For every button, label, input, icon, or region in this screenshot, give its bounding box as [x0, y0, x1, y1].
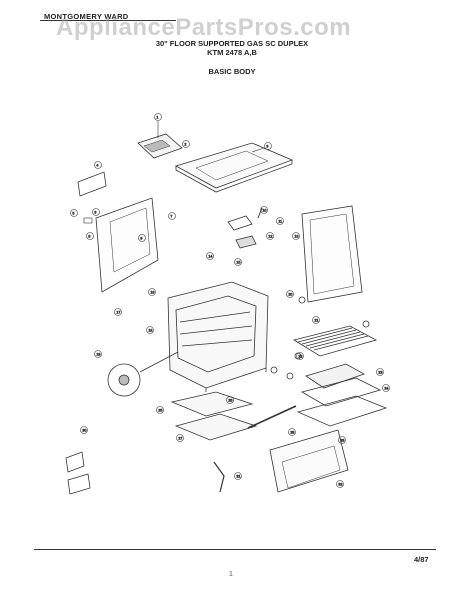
- callout-32: 32: [336, 480, 344, 488]
- callout-8: 8: [86, 232, 94, 240]
- oven-body: [167, 281, 269, 392]
- svg-text:17: 17: [116, 310, 120, 314]
- callout-27: 27: [176, 434, 184, 442]
- callout-28: 28: [288, 428, 296, 436]
- left-side-panel: [77, 171, 159, 293]
- model-title: 30" FLOOR SUPPORTED GAS SC DUPLEX: [155, 39, 309, 48]
- callout-26: 26: [226, 396, 234, 404]
- callout-18: 18: [146, 326, 154, 334]
- svg-text:16: 16: [150, 290, 154, 294]
- bottom-panels: [170, 391, 297, 441]
- svg-text:13: 13: [294, 234, 298, 238]
- callout-17: 17: [114, 308, 122, 316]
- footer-rule: [34, 549, 436, 550]
- callout-7: 7: [168, 212, 176, 220]
- svg-text:23: 23: [378, 370, 382, 374]
- callout-25: 25: [156, 406, 164, 414]
- valve-parts: [227, 207, 263, 249]
- callout-4: 4: [94, 161, 102, 169]
- svg-text:18: 18: [148, 328, 152, 332]
- svg-text:8: 8: [88, 234, 90, 238]
- callout-11: 11: [276, 217, 284, 225]
- footer-date: 4/87: [414, 555, 429, 564]
- svg-text:19: 19: [96, 352, 100, 356]
- callout-9: 9: [138, 234, 146, 242]
- svg-text:11: 11: [278, 219, 282, 223]
- callout-29: 29: [338, 436, 346, 444]
- callout-2: 2: [182, 140, 190, 148]
- callout-22: 22: [296, 352, 304, 360]
- callouts: 1 2 3 4 5 6 7 8 9 10 11 12 13 14 15 16 1…: [70, 113, 390, 488]
- svg-text:27: 27: [178, 436, 182, 440]
- callout-21: 21: [312, 316, 320, 324]
- svg-text:22: 22: [298, 354, 302, 358]
- svg-text:9: 9: [140, 236, 142, 240]
- brand-underline: [40, 20, 176, 21]
- svg-text:31: 31: [236, 474, 240, 478]
- svg-text:1: 1: [156, 115, 158, 119]
- svg-text:5: 5: [72, 211, 74, 215]
- brand-label: MONTGOMERY WARD: [44, 12, 129, 21]
- svg-text:6: 6: [94, 210, 96, 214]
- callout-6: 6: [92, 208, 100, 216]
- callout-16: 16: [148, 288, 156, 296]
- burner-box-part: [137, 133, 183, 159]
- callout-24: 24: [382, 384, 390, 392]
- callout-20: 20: [286, 290, 294, 298]
- svg-text:21: 21: [314, 318, 318, 322]
- callout-14: 14: [206, 252, 214, 260]
- callout-31: 31: [234, 472, 242, 480]
- callout-13: 13: [292, 232, 300, 240]
- svg-text:3: 3: [266, 144, 268, 148]
- callout-3: 3: [251, 142, 272, 153]
- callout-1: 1: [154, 113, 162, 138]
- cooktop-panel: [174, 142, 294, 193]
- callout-15: 15: [234, 258, 242, 266]
- oven-rack: [292, 325, 378, 357]
- svg-text:20: 20: [288, 292, 292, 296]
- callout-23: 23: [376, 368, 384, 376]
- svg-text:12: 12: [268, 234, 272, 238]
- svg-text:15: 15: [236, 260, 240, 264]
- broiler-pan: [296, 363, 388, 427]
- watermark-text: AppliancePartsPros.com: [56, 14, 352, 41]
- svg-text:14: 14: [208, 254, 212, 258]
- right-side-panel: [301, 205, 363, 303]
- callout-5: 5: [70, 209, 78, 217]
- svg-text:7: 7: [170, 214, 172, 218]
- svg-text:25: 25: [158, 408, 162, 412]
- model-number: KTM 2478 A,B: [207, 48, 257, 57]
- svg-text:32: 32: [338, 482, 342, 486]
- svg-text:28: 28: [290, 430, 294, 434]
- drawer-front: [269, 429, 349, 493]
- svg-text:26: 26: [228, 398, 232, 402]
- svg-text:4: 4: [96, 163, 98, 167]
- callout-12: 12: [266, 232, 274, 240]
- svg-text:24: 24: [384, 386, 388, 390]
- callout-19: 19: [94, 350, 102, 358]
- callout-30: 30: [80, 426, 88, 434]
- svg-text:2: 2: [184, 142, 186, 146]
- svg-text:10: 10: [262, 208, 266, 212]
- section-title: BASIC BODY: [208, 67, 256, 76]
- hardware-parts: [65, 296, 370, 495]
- svg-text:29: 29: [340, 438, 344, 442]
- svg-text:30: 30: [82, 428, 86, 432]
- callout-10: 10: [260, 206, 268, 214]
- footer-page-mark: 1: [229, 571, 233, 578]
